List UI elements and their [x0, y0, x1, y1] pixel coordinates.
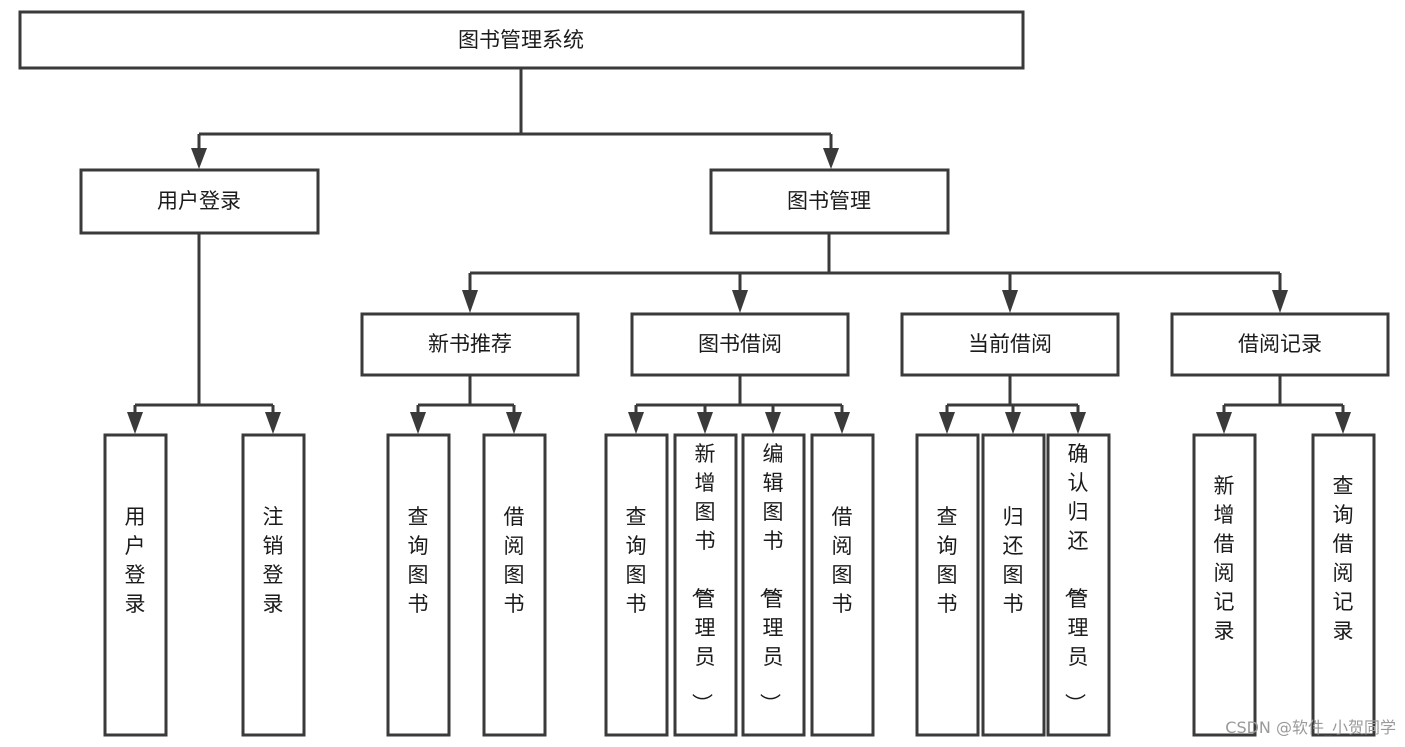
connector-group-new-book-recommend-to-leaves: [410, 375, 522, 434]
node-leaf-borrow-book-label: 借阅图书: [832, 505, 853, 616]
node-user-login-label: 用户登录: [157, 189, 241, 213]
node-leaf-query-book-borrow-label: 查询图书: [626, 505, 647, 616]
arrow-head-leaf-query-borrow-record: [1335, 412, 1351, 434]
node-leaf-return-book[interactable]: 归还图书: [981, 433, 1046, 737]
connector-group-book-borrow-to-leaves: [628, 375, 850, 434]
node-leaf-add-borrow-record[interactable]: 新增借阅记录: [1192, 433, 1257, 737]
arrow-head-current-borrow: [1002, 290, 1018, 313]
node-leaf-user-login[interactable]: 用户登录: [103, 433, 168, 737]
node-leaf-edit-book[interactable]: 编辑图书（管理员）: [741, 433, 806, 737]
node-book-management[interactable]: 图书管理: [709, 168, 950, 235]
connector-group-user-login-to-leaves: [127, 233, 281, 434]
node-leaf-confirm-return[interactable]: 确认归还（管理员）: [1046, 433, 1111, 737]
arrow-head-book-management: [823, 148, 839, 169]
arrow-head-leaf-user-login: [127, 412, 143, 434]
node-user-login-box[interactable]: [79, 168, 320, 235]
node-leaf-user-login-box[interactable]: [103, 433, 168, 737]
connector-group-borrow-records-to-leaves: [1216, 375, 1351, 434]
node-current-borrow-label: 当前借阅: [968, 332, 1052, 356]
arrow-head-borrow-records: [1272, 290, 1288, 313]
node-root-label: 图书管理系统: [458, 28, 584, 52]
node-leaf-add-book-label: 新增图书（管理员）: [690, 442, 716, 714]
connector-group-root-to-level2: [191, 68, 839, 169]
arrow-head-leaf-query-book-recommend: [410, 412, 426, 434]
node-leaf-query-book-borrow-box[interactable]: [604, 433, 669, 737]
node-leaf-query-borrow-record[interactable]: 查询借阅记录: [1311, 433, 1376, 737]
node-leaf-edit-book-label: 编辑图书（管理员）: [758, 442, 784, 714]
node-new-book-recommend-label: 新书推荐: [428, 332, 512, 356]
arrow-head-book-borrow: [732, 290, 748, 313]
node-new-book-recommend[interactable]: 新书推荐: [360, 312, 580, 377]
node-leaf-query-book-recommend-label: 查询图书: [408, 505, 429, 616]
node-leaf-query-borrow-record-label: 查询借阅记录: [1333, 474, 1354, 643]
node-leaf-user-login-label: 用户登录: [125, 505, 146, 616]
arrow-head-leaf-return-book: [1005, 412, 1021, 434]
node-leaf-confirm-return-label: 确认归还（管理员）: [1063, 442, 1089, 714]
node-current-borrow-box[interactable]: [900, 312, 1120, 377]
node-leaf-query-book-current[interactable]: 查询图书: [915, 433, 980, 737]
arrow-head-leaf-query-book-current: [939, 412, 955, 434]
connector-group-book-management-to-level3: [462, 233, 1288, 313]
arrow-head-leaf-query-book-borrow: [628, 412, 644, 434]
node-borrow-records[interactable]: 借阅记录: [1170, 312, 1390, 377]
node-new-book-recommend-box[interactable]: [360, 312, 580, 377]
node-book-management-box[interactable]: [709, 168, 950, 235]
node-leaf-query-book-recommend[interactable]: 查询图书: [386, 433, 451, 737]
arrow-head-leaf-logout: [265, 412, 281, 434]
arrow-head-leaf-borrow-book: [834, 412, 850, 434]
arrow-head-leaf-add-book: [697, 412, 713, 434]
node-book-borrow-label: 图书借阅: [698, 332, 782, 356]
node-leaf-query-book-current-label: 查询图书: [937, 505, 958, 616]
node-book-borrow[interactable]: 图书借阅: [630, 312, 850, 377]
node-leaf-query-book-recommend-box[interactable]: [386, 433, 451, 737]
node-leaf-query-book-current-box[interactable]: [915, 433, 980, 737]
node-leaf-add-book-box[interactable]: [673, 433, 738, 737]
node-leaf-edit-book-box[interactable]: [741, 433, 806, 737]
node-borrow-records-box[interactable]: [1170, 312, 1390, 377]
arrow-head-leaf-borrow-book-recommend: [506, 412, 522, 434]
arrow-head-user-login: [191, 148, 207, 169]
node-root-box[interactable]: [18, 10, 1025, 70]
node-leaf-borrow-book-recommend[interactable]: 借阅图书: [482, 433, 547, 737]
node-user-login[interactable]: 用户登录: [79, 168, 320, 235]
node-leaf-add-book[interactable]: 新增图书（管理员）: [673, 433, 738, 737]
arrow-head-leaf-confirm-return: [1070, 412, 1086, 434]
arrow-head-leaf-add-borrow-record: [1216, 412, 1232, 434]
node-leaf-return-book-label: 归还图书: [1003, 505, 1024, 616]
csdn-watermark: CSDN @软件_小贺同学: [1225, 718, 1396, 738]
node-current-borrow[interactable]: 当前借阅: [900, 312, 1120, 377]
node-leaf-logout[interactable]: 注销登录: [241, 433, 306, 737]
node-book-management-label: 图书管理: [787, 189, 871, 213]
node-leaf-logout-label: 注销登录: [263, 505, 284, 616]
node-leaf-add-borrow-record-box[interactable]: [1192, 433, 1257, 737]
node-leaf-confirm-return-box[interactable]: [1046, 433, 1111, 737]
node-leaf-borrow-book-recommend-box[interactable]: [482, 433, 547, 737]
node-leaf-add-borrow-record-label: 新增借阅记录: [1214, 474, 1235, 643]
connector-group-current-borrow-to-leaves: [939, 375, 1086, 434]
node-leaf-return-book-box[interactable]: [981, 433, 1046, 737]
node-borrow-records-label: 借阅记录: [1238, 332, 1322, 356]
node-root[interactable]: 图书管理系统: [18, 10, 1025, 70]
arrow-head-leaf-edit-book: [765, 412, 781, 434]
arrow-head-new-book-recommend: [462, 290, 478, 313]
node-leaf-borrow-book-recommend-label: 借阅图书: [504, 505, 525, 616]
node-leaf-query-borrow-record-box[interactable]: [1311, 433, 1376, 737]
node-leaf-query-book-borrow[interactable]: 查询图书: [604, 433, 669, 737]
node-leaf-borrow-book[interactable]: 借阅图书: [810, 433, 875, 737]
node-book-borrow-box[interactable]: [630, 312, 850, 377]
node-leaf-borrow-book-box[interactable]: [810, 433, 875, 737]
node-leaf-logout-box[interactable]: [241, 433, 306, 737]
